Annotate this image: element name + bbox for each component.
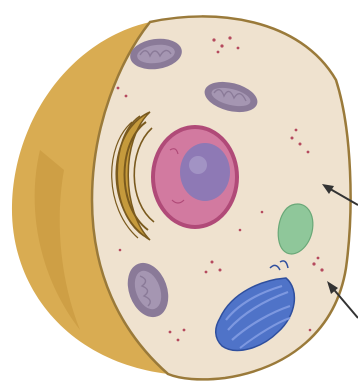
nucleus xyxy=(153,127,237,227)
